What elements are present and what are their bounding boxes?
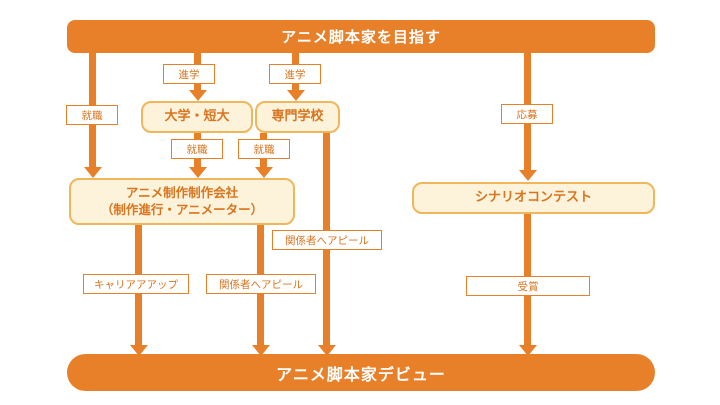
edge-label-enroll-university: 進学 — [163, 64, 215, 84]
edge-label-text: 進学 — [178, 68, 200, 81]
edge-label-text: 関係者へアピール — [219, 278, 303, 291]
edge-label-text: 就職 — [253, 143, 275, 156]
arrowhead-contest-to-debut — [518, 345, 537, 356]
edge-label-text: 就職 — [81, 109, 103, 122]
edge-label-appeal-studio: 関係者へアピール — [206, 274, 316, 294]
arrowhead-studio-to-debut-career — [129, 345, 148, 356]
edge-label-employment-univ: 就職 — [171, 139, 223, 159]
edge-label-text: 関係者へアピール — [285, 234, 369, 247]
edge-label-text: 就職 — [186, 143, 208, 156]
arrowhead-start-to-studio — [83, 167, 102, 178]
arrowhead-vocational-to-debut — [317, 345, 336, 356]
edge-label-text: 進学 — [284, 68, 306, 81]
node-anime-production-company: アニメ制作制作会社 （制作進行・アニメーター） — [69, 178, 295, 225]
edge-label-appeal-vocational: 関係者へアピール — [272, 230, 382, 250]
end-node-label: アニメ脚本家デビュー — [276, 364, 446, 384]
node-vocational-school: 専門学校 — [255, 101, 340, 133]
node-studio-label-line2: （制作進行・アニメーター） — [100, 201, 264, 217]
edge-label-career-up: キャリアアアップ — [83, 274, 189, 294]
edge-label-text: キャリアアアップ — [94, 278, 178, 291]
start-node-label: アニメ脚本家を目指す — [281, 28, 441, 46]
arrowhead-studio-to-debut-appeal — [251, 345, 270, 356]
arrowhead-vocational-to-studio — [254, 167, 273, 178]
arrowhead-start-to-university — [188, 90, 207, 101]
arrowhead-start-to-vocational — [286, 90, 305, 101]
arrowhead-university-to-studio — [188, 167, 207, 178]
node-studio-label-line1: アニメ制作制作会社 — [125, 184, 239, 200]
node-university: 大学・短大 — [141, 101, 253, 133]
edge-label-enroll-vocational: 進学 — [269, 64, 321, 84]
start-node-aim-to-be-screenwriter: アニメ脚本家を目指す — [67, 20, 655, 53]
edge-label-text: 受賞 — [517, 280, 539, 293]
arrowhead-start-to-contest — [518, 170, 537, 181]
edge-label-employment-voc: 就職 — [238, 139, 290, 159]
end-node-screenwriter-debut: アニメ脚本家デビュー — [67, 354, 655, 391]
node-university-label: 大学・短大 — [164, 109, 230, 125]
edge-label-text: 応募 — [516, 108, 538, 121]
edge-label-award: 受賞 — [466, 276, 590, 296]
node-vocational-school-label: 専門学校 — [271, 109, 324, 125]
edge-label-apply-contest: 応募 — [501, 104, 553, 124]
node-scenario-contest-label: シナリオコンテスト — [474, 190, 592, 206]
edge-label-employment-direct: 就職 — [66, 105, 118, 125]
node-scenario-contest: シナリオコンテスト — [412, 182, 655, 214]
